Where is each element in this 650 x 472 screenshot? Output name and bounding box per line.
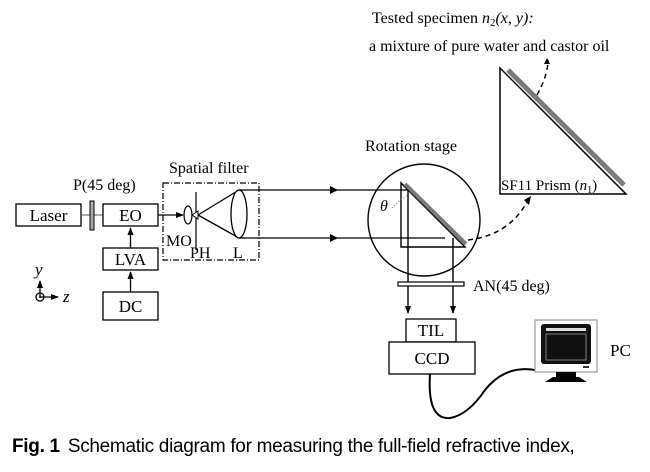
mo-label: MO [166,233,192,250]
specimen-label-line2: a mixture of pure water and castor oil [369,38,610,55]
lva-label: LVA [115,250,147,269]
caption-label: Fig. 1 [12,436,60,457]
specimen-callout-line [536,59,549,96]
theta-arc [391,194,409,209]
til-label: TIL [418,321,444,340]
spatial-filter-box [162,182,260,261]
ccd-box [388,341,476,375]
prism-detail: SF11 Prism (n1) [499,66,628,196]
analyzer-label: AN(45 deg) [473,278,550,295]
figure-caption: Fig. 1 Schematic diagram for measuring th… [12,436,575,458]
specimen-label-line1: Tested specimen n2(x, y): [372,10,534,29]
z-axis-label: z [62,287,70,306]
ccd-pc-cable [428,368,536,420]
caption-text: Schematic diagram for measuring the full… [67,436,575,457]
small-specimen-layer [403,182,468,246]
ph-label: PH [190,245,211,262]
beam-expand-top [197,189,240,216]
eo-label: EO [119,206,142,225]
small-prism [400,181,467,248]
specimen-layer [506,68,626,187]
dc-box [102,291,159,321]
polarizer [89,200,95,231]
ccd-label: CCD [415,349,450,368]
coordinate-axes: y z [33,260,70,306]
polarizer-label: P(45 deg) [73,177,136,194]
spatial-filter-label: Spatial filter [169,160,249,177]
prism-triangle [499,66,628,195]
prism-label: SF11 Prism (n1) [501,178,597,196]
rotation-stage [367,163,481,277]
beam-expand-bottom [197,214,240,239]
lens-label: L [233,245,243,262]
prism-callout-line [467,199,529,241]
pc-label: PC [610,341,631,360]
theta-label: θ [380,198,388,215]
pc-icon [534,319,598,382]
analyzer [397,281,465,287]
prism-callout-arrow [524,196,531,205]
collimating-lens [230,189,248,239]
specimen-callout-arrow [544,58,550,64]
microscope-objective [183,205,193,225]
laser-label: Laser [30,206,68,225]
rotation-stage-label: Rotation stage [365,138,457,155]
dc-label: DC [119,297,143,316]
y-axis-label: y [33,260,43,279]
